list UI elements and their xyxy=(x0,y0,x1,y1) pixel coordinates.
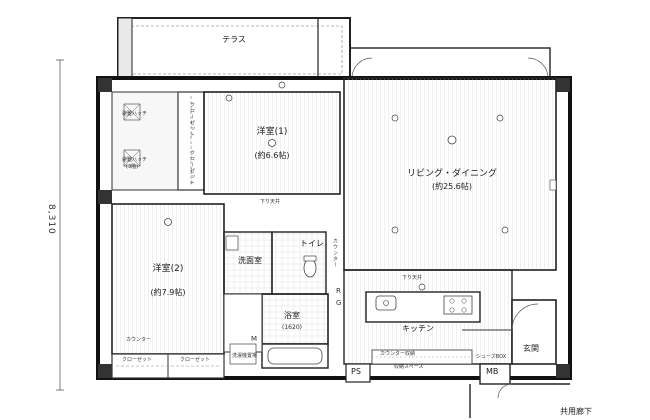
living-room-size: (約25.6帖) xyxy=(431,182,473,191)
laundry-space xyxy=(223,293,263,365)
dimension-line xyxy=(56,59,64,391)
ps-box xyxy=(345,363,371,383)
western-room-2-name: 洋室(2) xyxy=(152,264,184,274)
ceiling-note-1: 下り天井 xyxy=(260,199,281,205)
closet-label-c: クローゼット xyxy=(122,357,153,363)
closet-label-b: クローゼット xyxy=(189,150,195,186)
counter-label-vertical: カウンター xyxy=(332,238,338,268)
m-mark: M xyxy=(251,335,258,343)
common-corridor-label: 共用廊下 xyxy=(560,407,592,416)
closet-label-d: クローゼット xyxy=(180,357,211,363)
terrace-label: テラス xyxy=(222,35,246,44)
counter-storage-label: カウンター収納 xyxy=(380,351,416,357)
bathroom xyxy=(261,293,329,369)
shoebox-label: シューズBOX xyxy=(476,354,507,360)
balcony-strip xyxy=(349,47,551,79)
washroom xyxy=(223,231,273,295)
toilet-room xyxy=(271,231,327,295)
ceiling-note-2: 下り天井 xyxy=(402,275,423,281)
western-room-1 xyxy=(203,81,341,195)
g-mark: G xyxy=(336,299,342,307)
mb-label: MB xyxy=(486,367,499,376)
living-dining-room xyxy=(343,77,557,271)
corridor-lines xyxy=(469,383,570,418)
closet-column xyxy=(177,91,205,191)
western-room-1-size: (約6.6帖) xyxy=(254,151,290,160)
western-room-2 xyxy=(111,203,225,379)
outer-walls xyxy=(96,76,572,380)
washroom-label: 洗面室 xyxy=(238,256,262,265)
western-room-1-name: 洋室(1) xyxy=(256,127,288,137)
toilet-label: トイレ xyxy=(300,239,324,248)
entrance-area xyxy=(462,299,557,385)
kitchen-label: キッチン xyxy=(402,324,434,333)
laundry-label: 洗濯機置場 xyxy=(232,353,258,359)
bathroom-size: (1620) xyxy=(282,324,302,331)
western-room-2-size: (約7.9帖) xyxy=(150,288,186,297)
bathroom-name: 浴室 xyxy=(284,311,300,320)
terrace-area xyxy=(117,17,351,79)
escape-hatch-floor: (3階) xyxy=(126,164,139,170)
closet-label-a: クローゼット xyxy=(189,102,195,138)
counter-label-short: カウンター xyxy=(126,337,152,343)
hatch-area xyxy=(111,91,179,191)
ps-label: PS xyxy=(351,367,361,376)
kitchen-area xyxy=(343,269,513,365)
dimension-text: 8,310 xyxy=(46,204,56,235)
r-mark: R xyxy=(336,287,341,295)
living-room-name: リビング・ダイニング xyxy=(406,169,498,179)
entrance-label: 玄関 xyxy=(523,344,539,353)
escape-hatch-label-2: 避難ハッチ xyxy=(122,157,148,163)
escape-hatch-label: 避難ハッチ xyxy=(122,111,148,117)
storage-space-label: 収納スペース xyxy=(394,364,424,370)
